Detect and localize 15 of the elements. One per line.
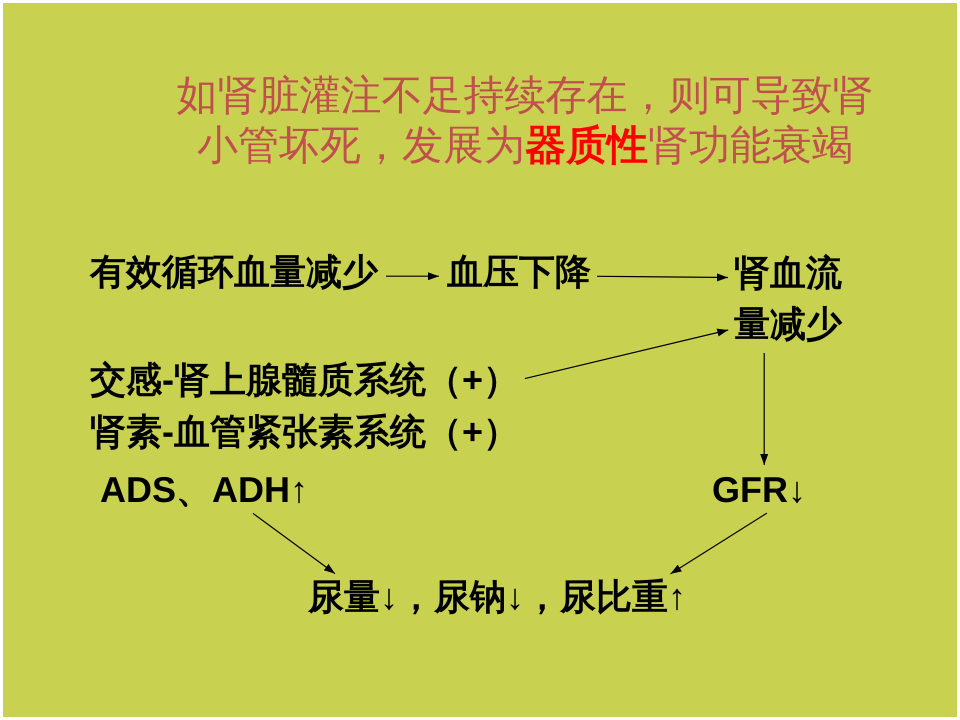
arrow <box>597 273 728 282</box>
arrow <box>760 353 768 465</box>
step-label: 血压下降 <box>447 251 591 293</box>
step-label: 肾血流量减少 <box>734 247 846 349</box>
step-label: 交感-肾上腺髓质系统（+） <box>90 359 520 401</box>
step-label: 肾素-血管紧张素系统（+） <box>90 411 520 453</box>
arrow <box>670 512 768 574</box>
arrow <box>524 328 728 380</box>
slide-title: 如肾脏灌注不足持续存在，则可导致肾小管坏死，发展为器质性肾功能衰竭 <box>176 70 874 170</box>
arrow <box>252 512 336 574</box>
step-label: GFR↓ <box>712 469 806 511</box>
step-label: 尿量↓，尿钠↓，尿比重↑ <box>308 576 686 618</box>
arrow <box>386 272 439 280</box>
step-label: ADS、ADH↑ <box>100 469 308 511</box>
step-label: 有效循环血量减少 <box>90 251 378 293</box>
